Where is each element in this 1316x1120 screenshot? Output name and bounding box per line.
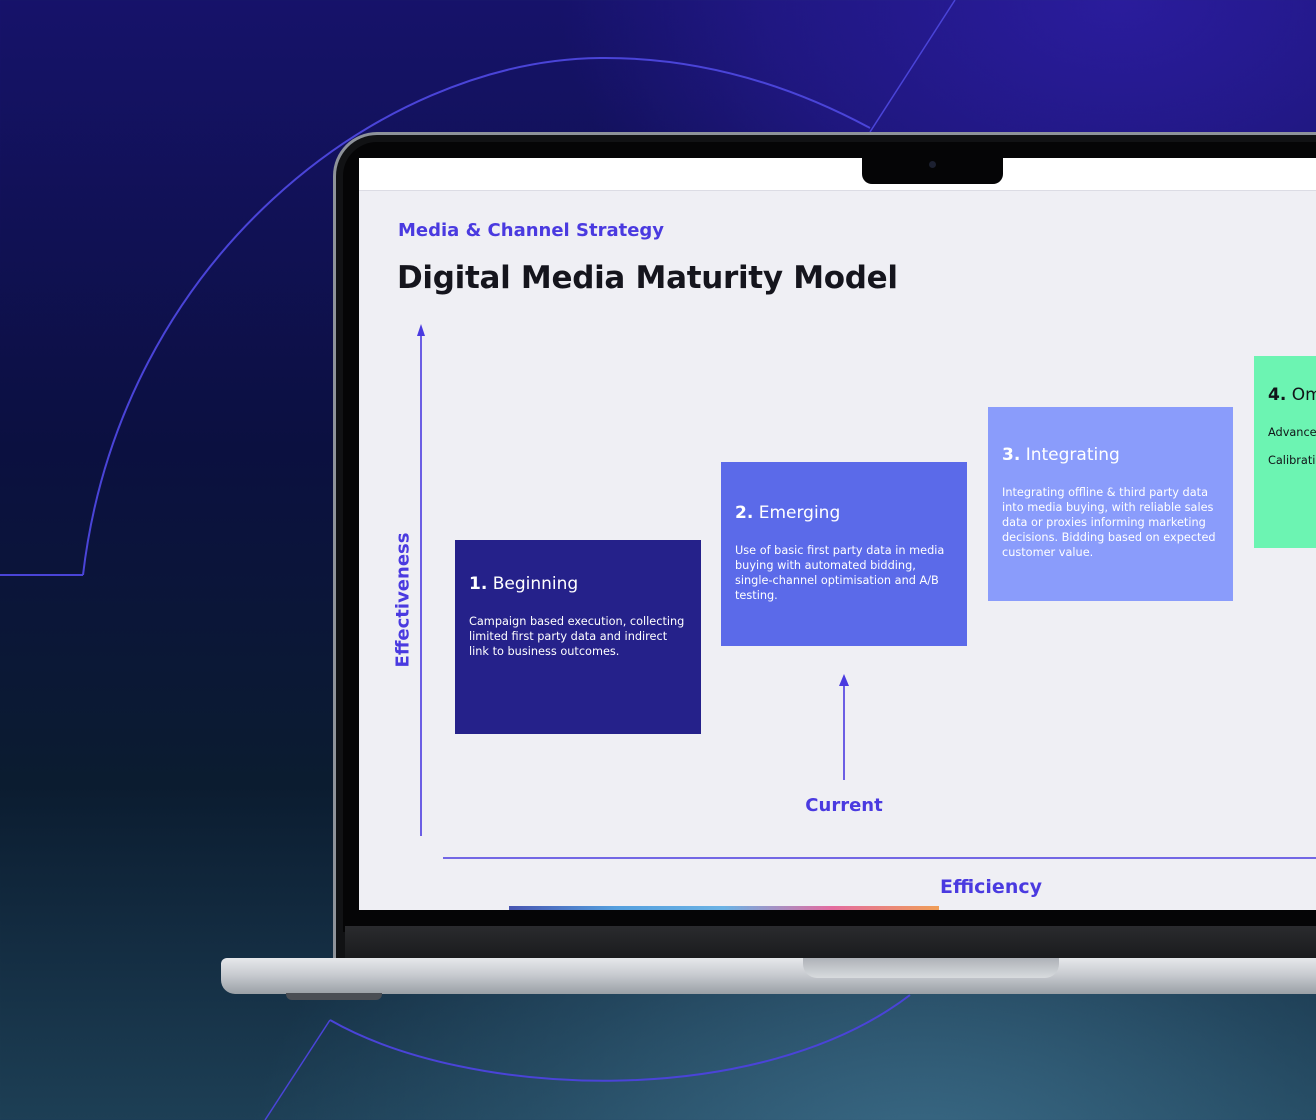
- stage-description-secondary: Calibrati using Ma: [1268, 454, 1316, 467]
- stage-heading: 3. Integrating: [1002, 445, 1219, 465]
- axes: [417, 324, 1316, 859]
- background-arc-top: [82, 56, 871, 576]
- stage-heading: 2. Emerging: [735, 503, 953, 523]
- laptop-chin: [345, 926, 1316, 962]
- stage-heading: 1. Beginning: [469, 574, 687, 594]
- background-diagonal-bottom: [264, 1019, 331, 1120]
- stage-integrating: 3. Integrating Integrating offline & thi…: [988, 407, 1233, 601]
- laptop-base: [221, 958, 1316, 994]
- current-marker-label: Current: [805, 795, 883, 816]
- current-arrow-head: [839, 674, 849, 686]
- laptop-foot: [286, 993, 382, 1000]
- camera-notch: [862, 158, 1003, 184]
- stage-heading: 4. Om: [1268, 385, 1316, 405]
- stage-number: 4.: [1268, 385, 1287, 405]
- stage-beginning: 1. Beginning Campaign based execution, c…: [455, 540, 701, 734]
- stage-name: Beginning: [492, 574, 579, 594]
- background-arc-bottom: [329, 994, 911, 1082]
- stage-number: 3.: [1002, 445, 1021, 465]
- stage-omnichannel-partial: 4. Om Advance persona and bidd Calibrati…: [1254, 356, 1316, 548]
- stage-description: Advance persona and bidd: [1268, 426, 1316, 439]
- menu-bar: [359, 158, 1316, 191]
- stage-number: 2.: [735, 503, 754, 523]
- stage-number: 1.: [469, 574, 488, 594]
- stage-description: Use of basic first party data in media b…: [735, 544, 945, 602]
- y-axis-arrowhead: [417, 324, 425, 336]
- screen-bottom-color-strip: [509, 906, 939, 910]
- x-axis-label: Efficiency: [939, 876, 1043, 898]
- stage-name: Integrating: [1025, 445, 1120, 465]
- stage-description: Integrating offline & third party data i…: [1002, 486, 1216, 559]
- stage-emerging: 2. Emerging Use of basic first party dat…: [721, 462, 967, 646]
- laptop-screen: Media & Channel Strategy Digital Media M…: [359, 158, 1316, 910]
- stage-description: Campaign based execution, collecting lim…: [469, 615, 685, 658]
- background-diagonal-top: [869, 0, 956, 133]
- laptop-opening-groove: [803, 958, 1059, 978]
- stage-name: Om: [1291, 385, 1316, 405]
- camera-icon: [929, 161, 936, 168]
- stage-name: Emerging: [758, 503, 841, 523]
- page-title: Digital Media Maturity Model: [397, 260, 898, 296]
- y-axis-label: Effectiveness: [392, 532, 414, 668]
- section-subtitle: Media & Channel Strategy: [398, 220, 665, 241]
